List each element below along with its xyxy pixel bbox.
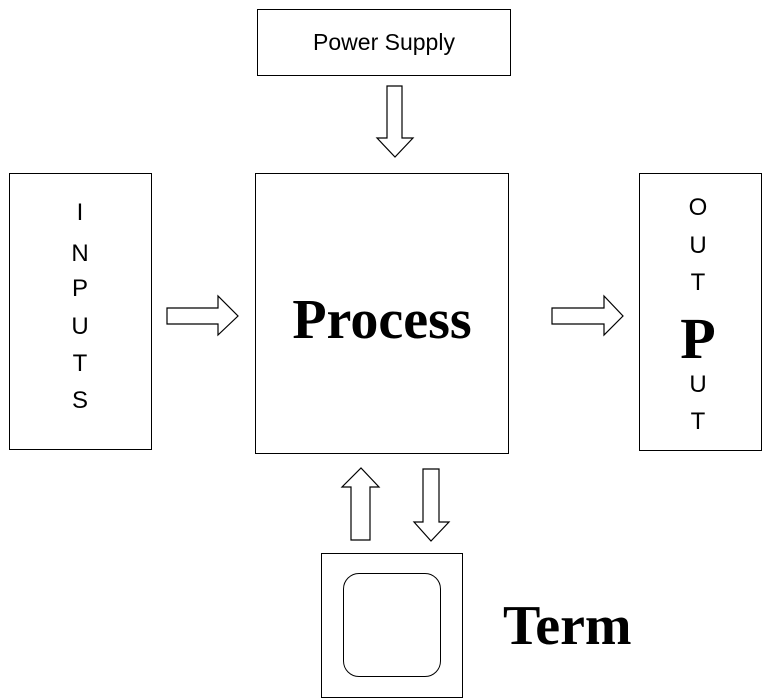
power-supply-box: Power Supply: [257, 9, 511, 76]
inputs-letter: S: [71, 387, 89, 414]
terminal-screen: [343, 573, 441, 677]
output-letter: U: [689, 371, 707, 398]
inputs-to-process-arrow: [166, 294, 239, 337]
output-letter-large: P: [680, 306, 716, 371]
inputs-letter: I: [76, 199, 84, 226]
output-box: O U T P U T: [639, 173, 762, 451]
inputs-letter: N: [71, 240, 89, 267]
process-label: Process: [292, 288, 472, 351]
terminal-to-process-arrow: [340, 467, 381, 541]
inputs-letter: P: [71, 275, 89, 302]
output-letter: T: [690, 408, 706, 435]
power-supply-label: Power Supply: [313, 29, 455, 55]
inputs-letter: T: [72, 350, 88, 377]
inputs-letter: U: [71, 313, 89, 340]
power-to-process-arrow: [375, 85, 415, 158]
process-to-output-arrow: [551, 294, 624, 337]
terminal-box: [321, 553, 463, 698]
output-letter: T: [690, 269, 706, 296]
process-box: Process: [255, 173, 509, 454]
output-letter: O: [688, 194, 708, 221]
term-label: Term: [503, 595, 632, 657]
output-letter: U: [689, 232, 707, 259]
process-to-terminal-arrow: [412, 468, 451, 542]
inputs-box: I N P U T S: [9, 173, 152, 450]
